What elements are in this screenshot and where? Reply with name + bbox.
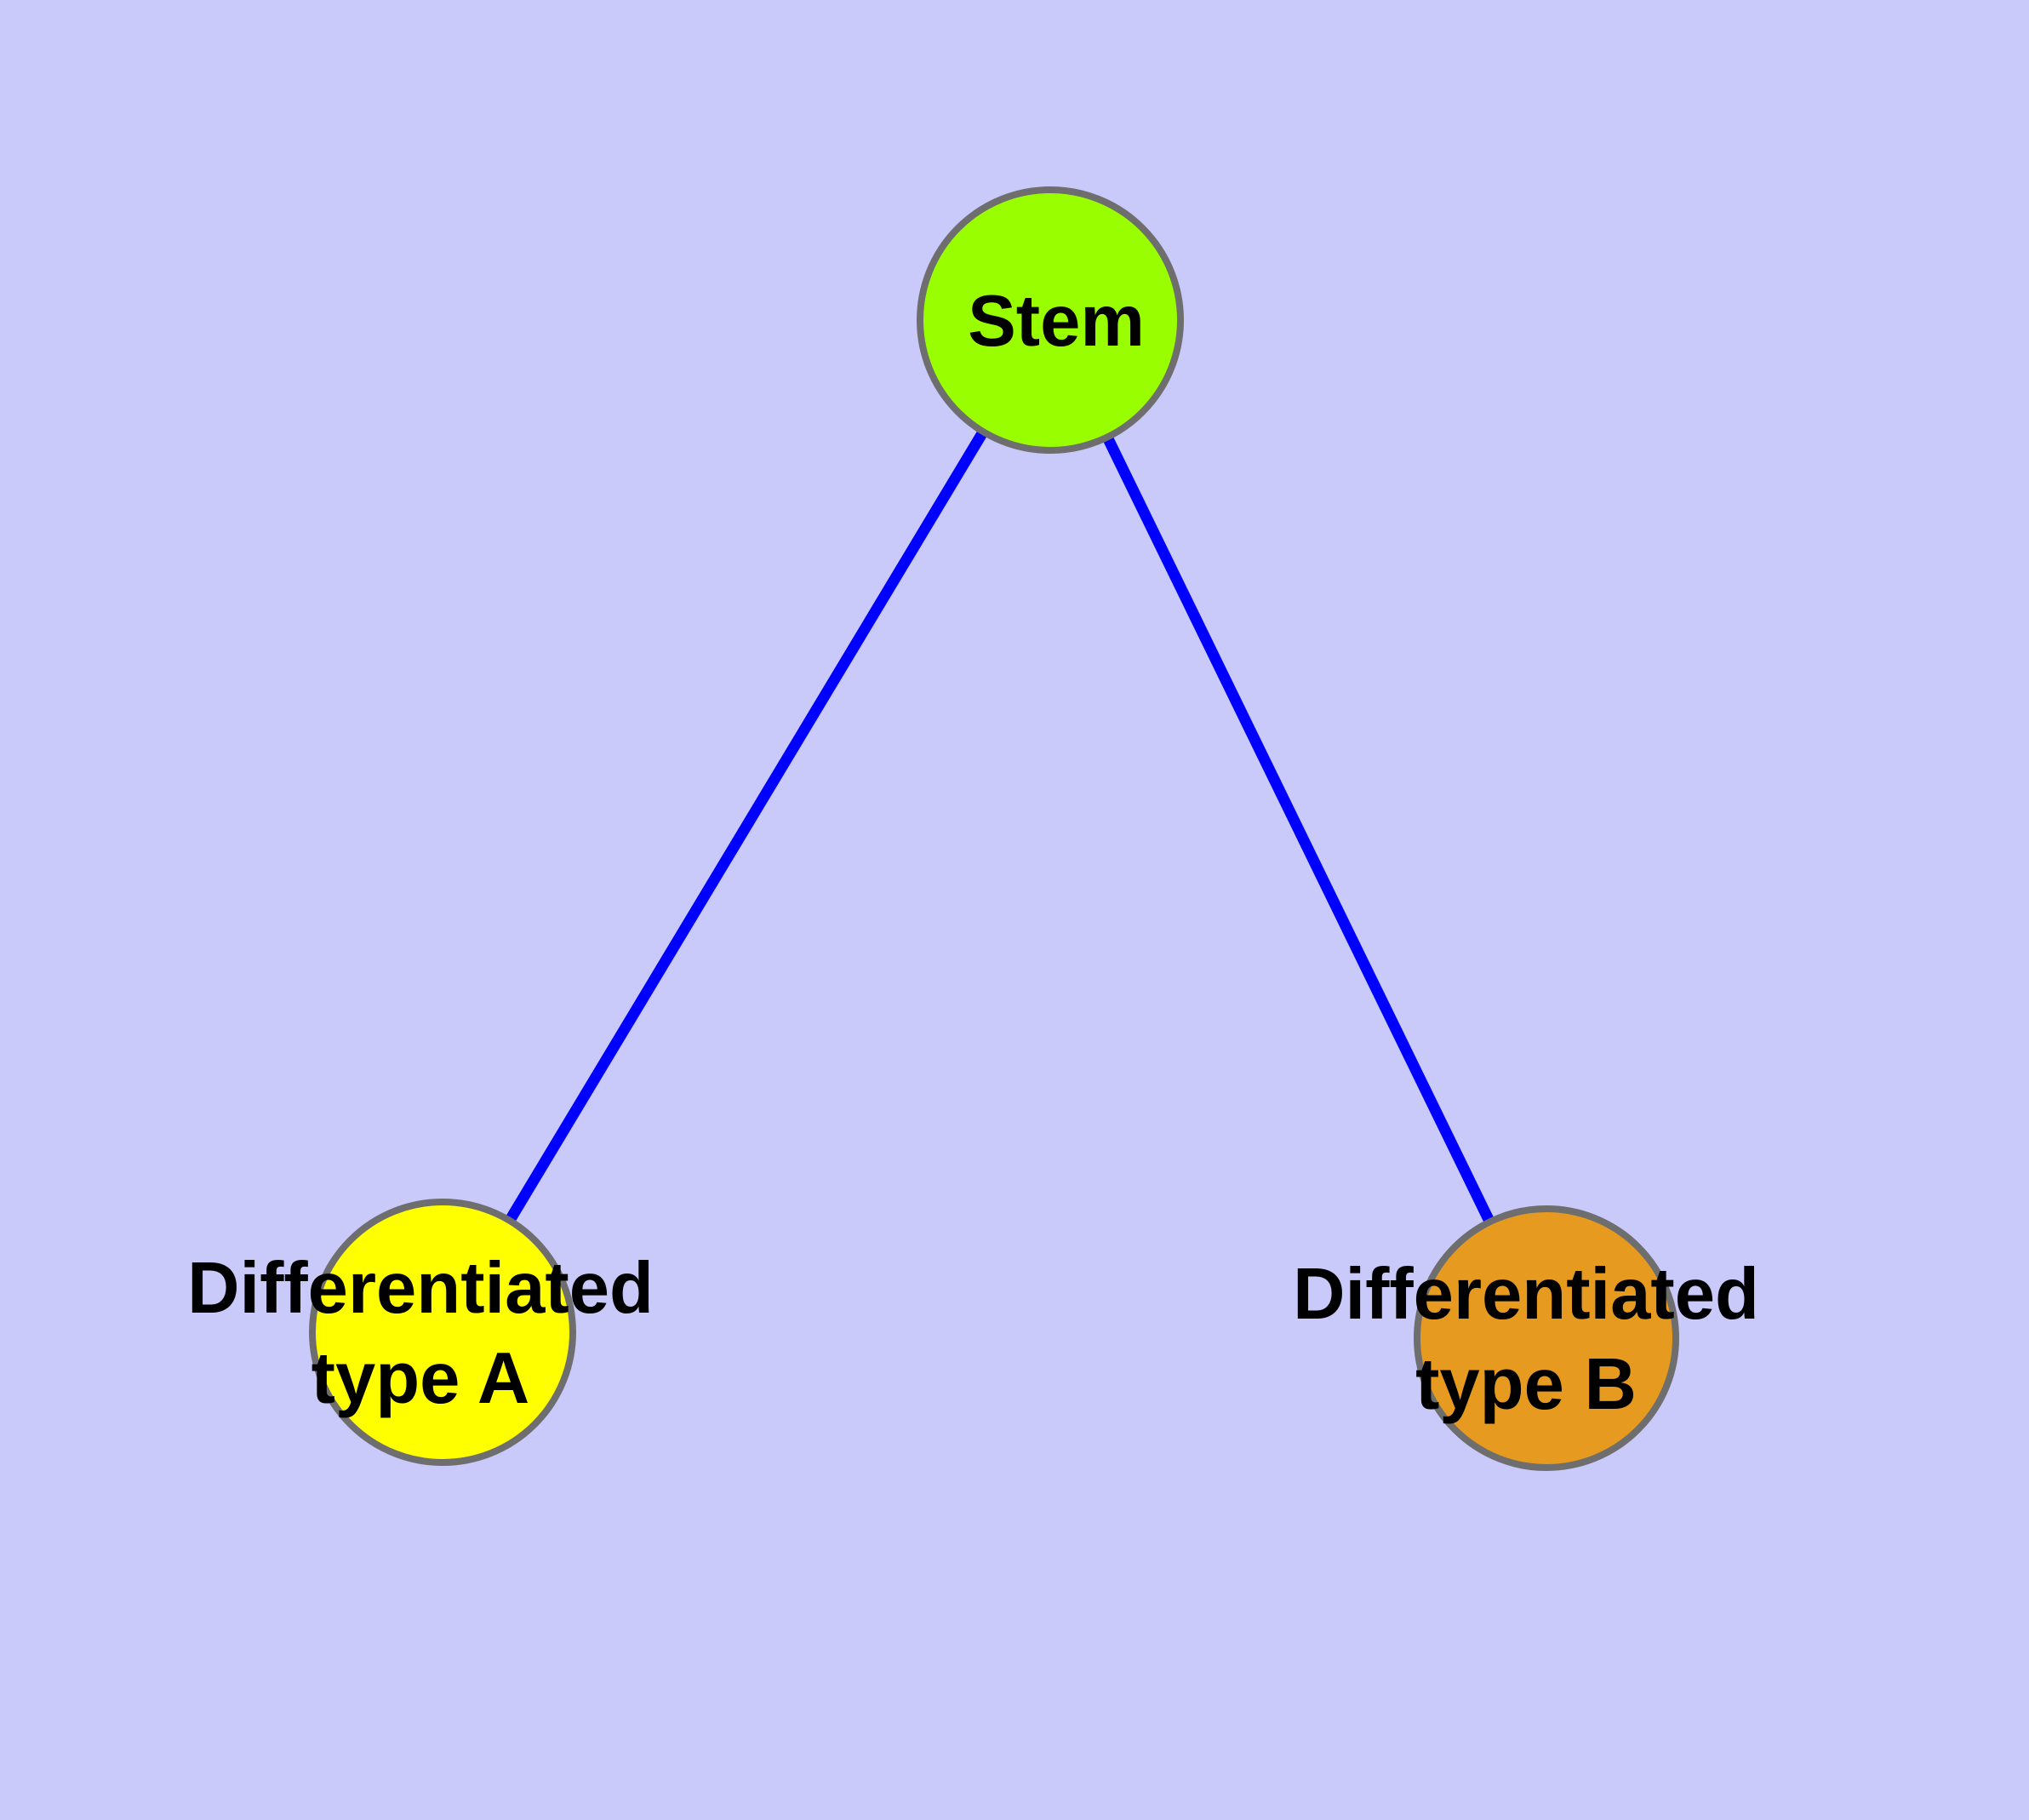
- node-type-a-circle: [309, 1199, 576, 1466]
- node-type-b-label: Differentiated type B: [1293, 1250, 1759, 1430]
- node-type-b-label-line2: type B: [1415, 1344, 1637, 1425]
- edge-stem-to-type-b: [1045, 318, 1552, 1341]
- node-type-b-label-line1: Differentiated: [1293, 1254, 1759, 1335]
- node-stem-circle: [917, 186, 1184, 454]
- edge-stem-to-type-a: [437, 317, 1055, 1336]
- node-type-a-label: Differentiated type A: [187, 1244, 654, 1424]
- node-type-a-label-line2: type A: [311, 1338, 530, 1419]
- node-type-a-label-line1: Differentiated: [187, 1248, 654, 1329]
- node-stem-label: Stem: [968, 281, 1145, 362]
- node-type-b-circle: [1414, 1205, 1679, 1471]
